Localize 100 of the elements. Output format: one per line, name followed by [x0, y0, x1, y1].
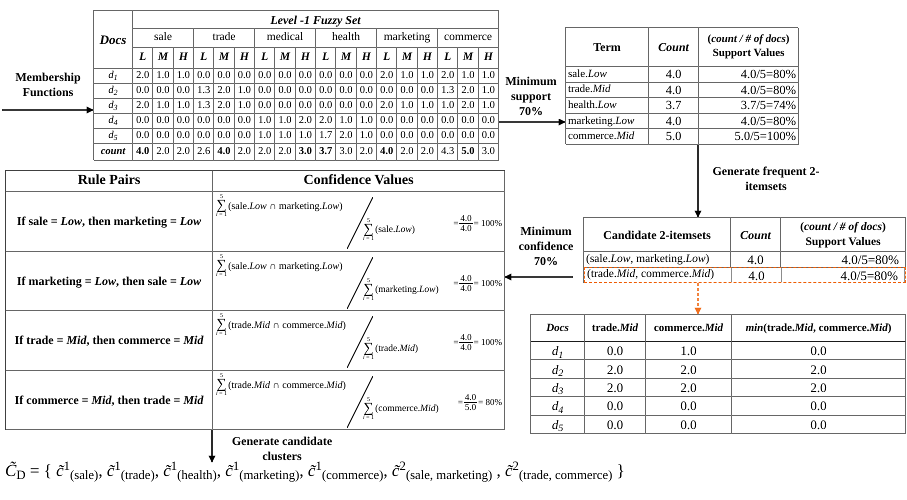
table-cell: 4.3 — [438, 144, 458, 161]
table-cell: 0.0 — [397, 84, 418, 99]
table-cell: 4.0/5=80% — [781, 252, 906, 268]
formula-text: = 80% — [478, 398, 502, 406]
table-header-cell: Docs — [531, 315, 585, 342]
table-cell: 0.0 — [732, 416, 906, 434]
table-cell: 2.0 — [458, 84, 479, 99]
table-cell: 0.0 — [397, 129, 418, 144]
table-header-cell: Candidate 2-itemsets — [584, 218, 731, 252]
table-cell: 0.0 — [418, 84, 438, 99]
table-cell: 2.0 — [585, 378, 646, 398]
table-header-cell: L — [255, 48, 276, 69]
table-header-cell: M — [153, 48, 174, 69]
table-cell: If marketing = Low, then sale = Low — [6, 252, 213, 311]
table-cell: 3.0 — [336, 144, 357, 161]
formula-text: (trade.Mid) — [375, 343, 418, 356]
table-cell: 0.0 — [234, 69, 255, 84]
table-cell: 2.0 — [296, 114, 316, 129]
table-cell: If trade = Mid, then commerce = Mid — [6, 311, 213, 370]
table-cell: 2.0 — [153, 144, 174, 161]
table-cell: 2.0 — [214, 84, 235, 99]
fraction-numerator: 4.0 — [459, 274, 473, 284]
table-header-cell: L — [438, 48, 458, 69]
table-cell: 0.0 — [234, 129, 255, 144]
table-header-cell: Count — [649, 28, 699, 67]
fraction-denominator: 5.0 — [464, 402, 476, 412]
formula-text: (sale.Low ∩ marketing.Low) — [228, 260, 343, 274]
table-cell: 0.0 — [275, 69, 296, 84]
table-header-cell: L — [133, 48, 154, 69]
table-cell: 2.0 — [732, 378, 906, 398]
table-header-cell: L — [377, 48, 398, 69]
table-cell: 2.0 — [275, 144, 296, 161]
table-cell: 4.0/5=80% — [699, 114, 799, 130]
table-cell: 0.0 — [732, 342, 906, 360]
arrow — [499, 118, 566, 126]
table-header-cell: Docs — [94, 11, 133, 69]
table-cell: 5.0 — [649, 129, 699, 145]
formula-text: (marketing.Low) — [375, 284, 439, 296]
table-cell: 0.0 — [336, 69, 357, 84]
formula-text: = 100% — [474, 219, 502, 228]
table-header-cell: H — [478, 48, 499, 69]
table-cell: 4.0 — [649, 114, 699, 130]
table-header-cell: M — [275, 48, 296, 69]
table-header-cell: H — [234, 48, 255, 69]
table-cell: d$_{2}$ — [94, 84, 133, 99]
table-header-cell: H — [296, 48, 316, 69]
table-cell: If sale = Low, then marketing = Low — [6, 192, 213, 252]
table-cell: 4.0/5=80% — [699, 82, 799, 98]
table-cell: 1.7 — [316, 129, 336, 144]
table-cell: 1.0 — [234, 84, 255, 99]
table-cell: 2.0 — [377, 69, 398, 84]
table-cell: 4.0 — [649, 82, 699, 98]
table-cell: 0.0 — [214, 114, 235, 129]
table-cell: 0.0 — [377, 114, 398, 129]
table-cell: 0.0 — [174, 84, 194, 99]
highlighted-row — [584, 267, 906, 283]
table-header-cell: M — [397, 48, 418, 69]
table-cell: 0.0 — [133, 84, 154, 99]
table-cell: 2.0 — [377, 99, 398, 114]
table-cell: 0.0 — [194, 69, 214, 84]
table-cell: 3.0 — [296, 144, 316, 161]
table-cell: d$_{3}$ — [531, 378, 585, 398]
table-cell: trade.Mid — [566, 82, 649, 98]
table-cell: 2.0 — [234, 144, 255, 161]
table-cell: 1.0 — [356, 129, 377, 144]
table-cell: 2.0 — [646, 378, 732, 398]
table-header-cell: Rule Pairs — [6, 171, 213, 192]
table-cell: 2.0 — [646, 360, 732, 379]
sum-sign: ∑ — [216, 319, 227, 331]
table-header-cell: M — [458, 48, 479, 69]
table-cell: 4.0 — [731, 252, 781, 268]
table-cell: 2.0 — [458, 99, 479, 114]
table-cell: 0.0 — [275, 99, 296, 114]
table-cell: d$_{1}$ — [94, 69, 133, 84]
table-cell: 2.0 — [732, 360, 906, 379]
table-header-cell: (count / # of docs) Support Values — [781, 218, 906, 252]
table-cell: 0.0 — [153, 114, 174, 129]
table-cell: 1.0 — [438, 99, 458, 114]
table-header-cell: Term — [566, 28, 649, 67]
table-cell: 0.0 — [153, 84, 174, 99]
fraction-denominator: 4.0 — [460, 343, 472, 352]
table-header-cell: L — [194, 48, 214, 69]
table-cell: 0.0 — [438, 129, 458, 144]
table-cell: d$_{4}$ — [94, 114, 133, 129]
table-cell: 1.0 — [478, 69, 499, 84]
table-header-cell: Confidence Values — [213, 171, 505, 192]
table-header-cell: M — [214, 48, 235, 69]
fraction-denominator: 4.0 — [460, 284, 472, 292]
table-cell: 4.0 — [732, 268, 782, 282]
sum-sign: ∑ — [364, 343, 374, 355]
formula-text: = 100% — [474, 338, 502, 347]
table-cell: 5.0/5=100% — [699, 129, 799, 145]
arrow — [208, 430, 216, 463]
formula-text: = 100% — [474, 278, 502, 288]
table-header-cell: min(trade.Mid, commerce.Mid) — [732, 315, 906, 342]
fraction-numerator: 4.0 — [459, 214, 473, 224]
formula-text: (sale.Low) — [375, 224, 415, 237]
table-cell: 0.0 — [585, 416, 646, 434]
table-header-cell: Count — [731, 218, 781, 252]
table-cell: 1.3 — [194, 99, 214, 114]
